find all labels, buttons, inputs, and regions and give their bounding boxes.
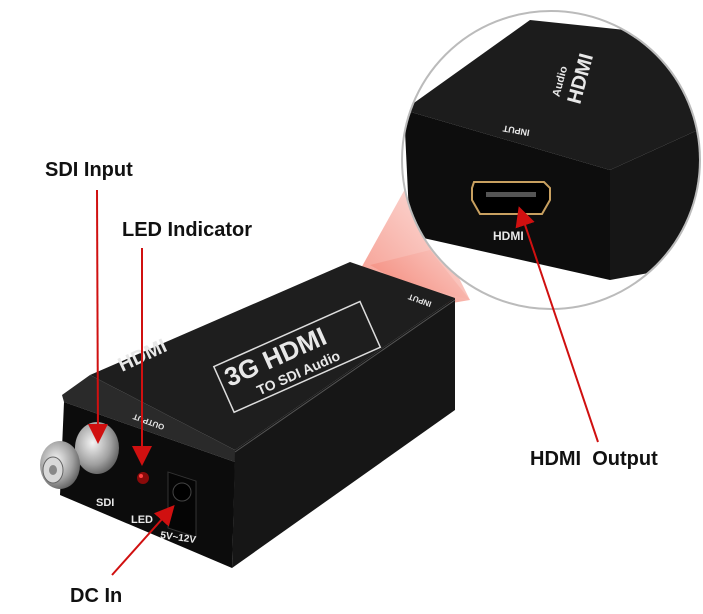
callout-hdmi-output: HDMI Output [530, 448, 658, 470]
callout-sdi-input: SDI Input [45, 159, 133, 181]
callout-dc-in: DC In [70, 585, 122, 607]
magnified-hdmi-port-label: HDMI [493, 229, 524, 243]
sdi-port-label: SDI [96, 497, 114, 509]
magnifier-circle: INPUT HDMI HDMI Audio [401, 10, 701, 310]
callout-led-indicator: LED Indicator [122, 219, 252, 241]
sdi-input-arrow [87, 189, 108, 444]
magnifier-cone-left [360, 180, 470, 300]
magnified-input-label: INPUT [502, 123, 531, 138]
title-frame [212, 300, 382, 414]
power-label: 5V~12V [160, 530, 197, 546]
converter-device [40, 262, 456, 568]
hdmi-output-arrow [515, 206, 599, 443]
dc-in-arrow [111, 505, 175, 576]
led-label: LED [131, 514, 153, 526]
